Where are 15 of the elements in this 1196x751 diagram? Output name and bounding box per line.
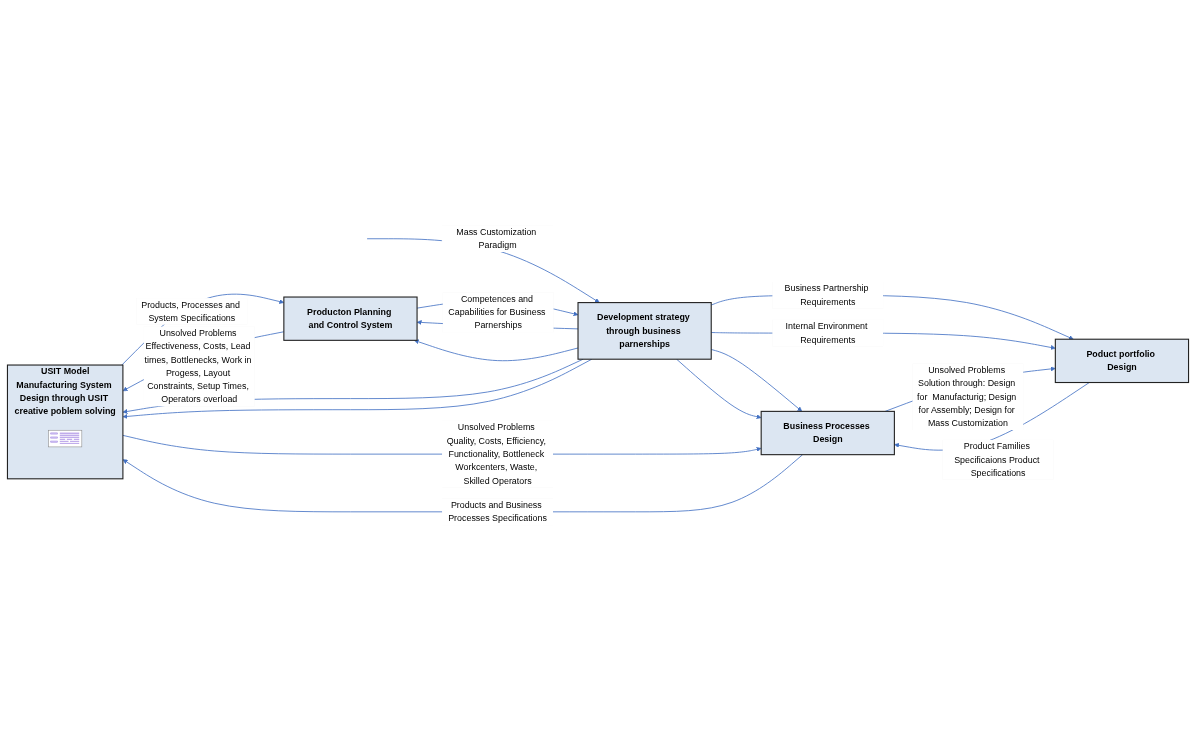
node-box: Development strategy through business parnerships xyxy=(577,302,712,360)
edge-label: Mass Customization Paradigm xyxy=(456,227,537,251)
edge-label: Products, Processes and System Specifications xyxy=(141,299,240,323)
node-box: Producton Planning and Control System xyxy=(283,296,418,342)
edge-label: Business Partnership Requirements xyxy=(784,283,869,307)
edge-label: Products and Business Processes Specifications xyxy=(448,500,547,524)
edge-label: Product Families Specificaions Product Specifications xyxy=(954,441,1040,478)
node-box: Poduct portfolio Design xyxy=(1054,338,1190,384)
edge-label: Competences and Capabilities for Business Parnerships xyxy=(448,294,546,331)
cluster: USIT Model Manufacturing System Design through USIT creative poblem solving xyxy=(6,364,124,480)
edge-label: Internal Environment Requirements xyxy=(785,321,868,345)
edge-label: Unsolved Problems Solution through: Design for Manufacturig; Design for Assembly; Design for Mass Customization xyxy=(917,365,1017,429)
edge-label: Unsolved Problems Effectiveness, Costs, Lead times, Bottlenecks, Work in Progess, Layout Constraints, Setup Times, Operators overload xyxy=(144,328,252,405)
edge-label: Unsolved Problems Quality, Costs, Efficiency, Functionality, Bottleneck Workcenters, Waste, Skilled Operators xyxy=(446,422,546,486)
node-box: Business Processes Design xyxy=(760,411,895,456)
